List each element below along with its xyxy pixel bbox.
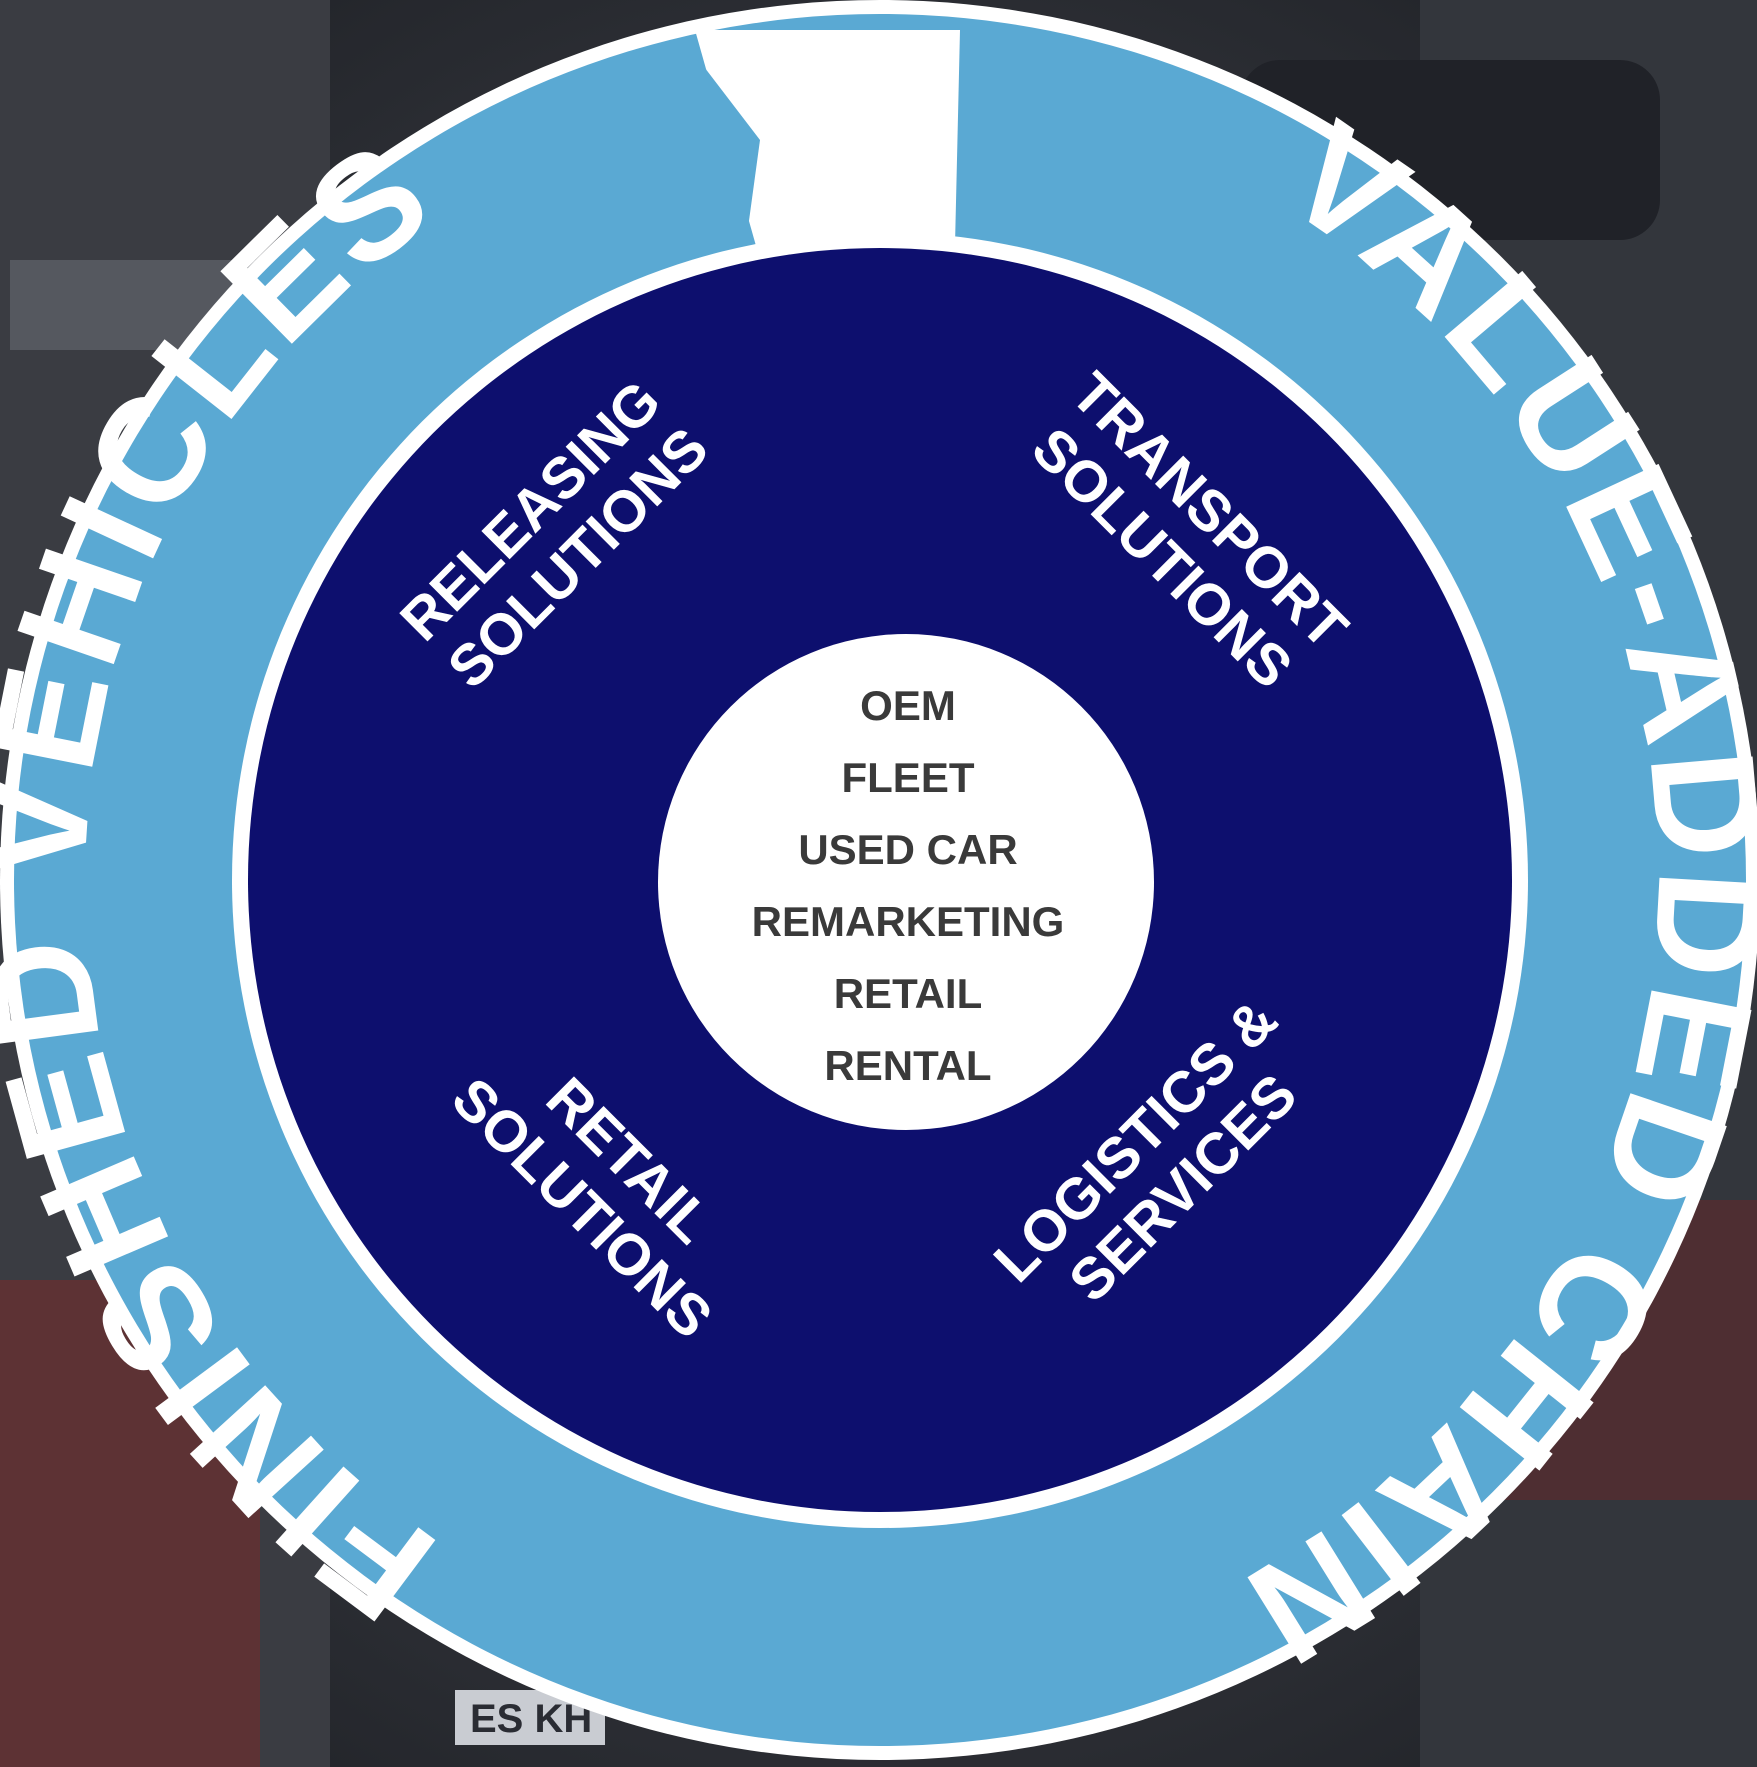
- center-item: OEM: [860, 682, 956, 729]
- center-circle: [658, 634, 1154, 1130]
- center-item: RENTAL: [824, 1042, 991, 1089]
- license-plate-text: ES KH: [470, 1697, 592, 1741]
- center-item: RETAIL: [834, 970, 983, 1017]
- ring-gap-tab: [695, 55, 760, 260]
- center-item: FLEET: [842, 754, 975, 801]
- ring-gap: [695, 30, 960, 260]
- center-list: OEM FLEET USED CAR REMARKETING RETAIL RE…: [752, 682, 1065, 1089]
- center-item: USED CAR: [798, 826, 1017, 873]
- center-item: REMARKETING: [752, 898, 1065, 945]
